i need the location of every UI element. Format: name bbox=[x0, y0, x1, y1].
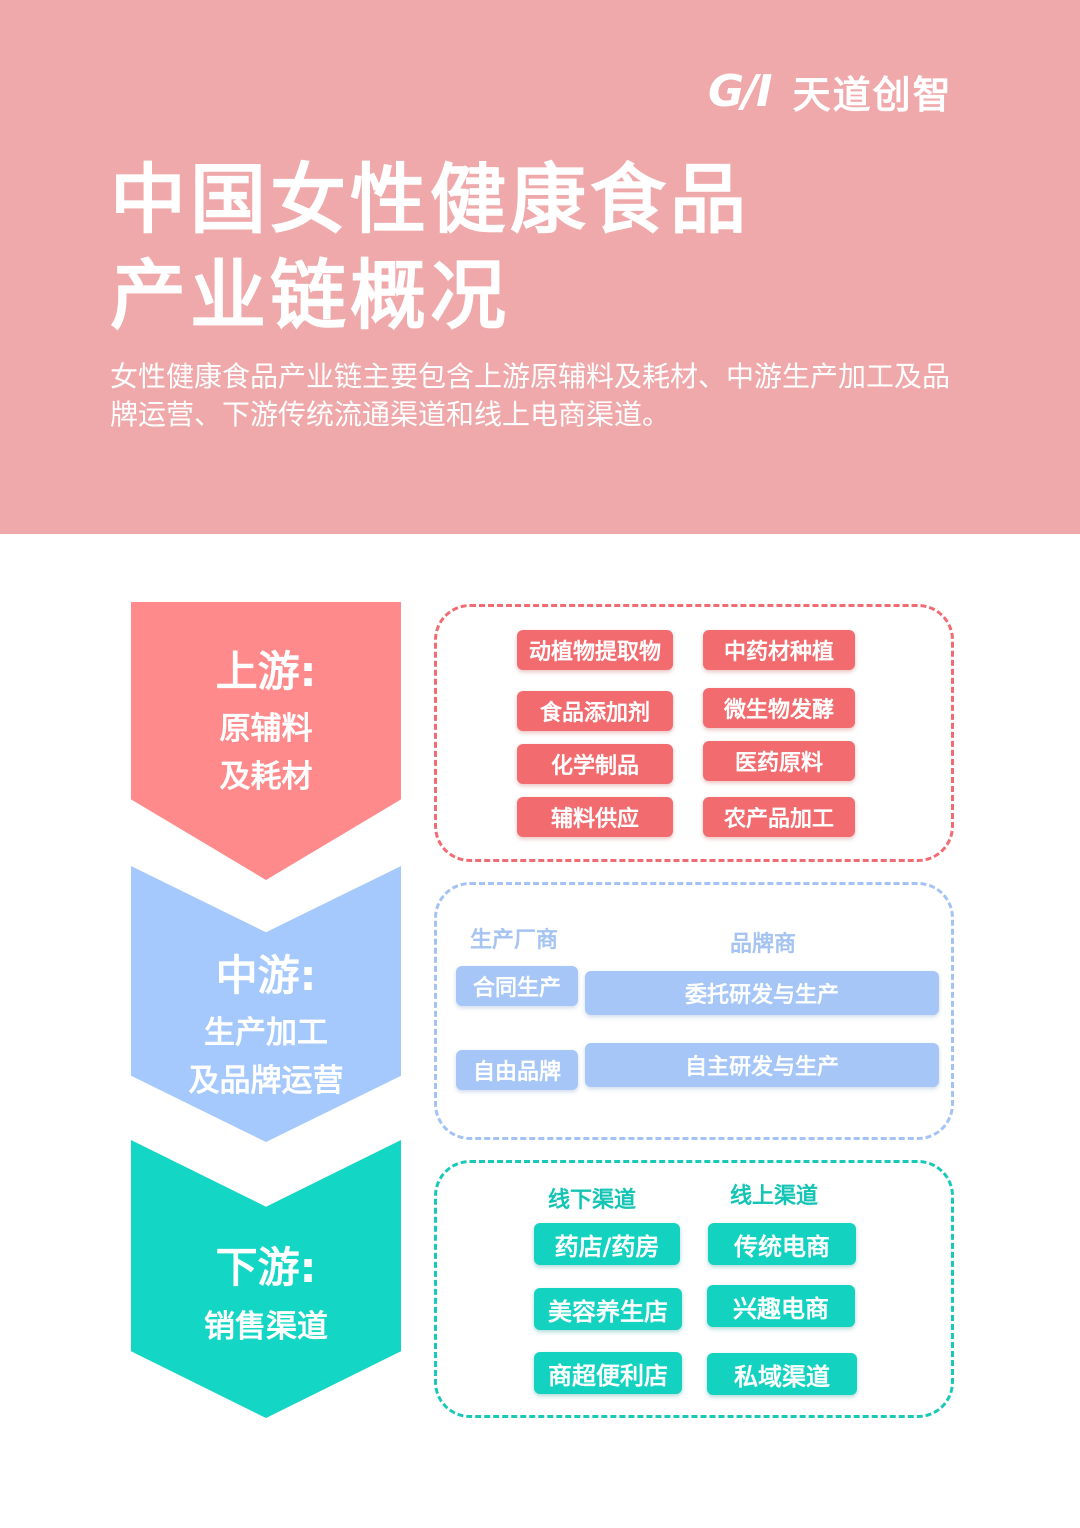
contract-manufacturing-tag: 合同生产 bbox=[456, 966, 578, 1006]
own-brand-tag: 自由品牌 bbox=[456, 1050, 578, 1090]
upstream-item: 化学制品 bbox=[517, 744, 673, 784]
downstream-arrow: 下游: 销售渠道 bbox=[131, 1140, 401, 1418]
brand-name: 天道创智 bbox=[792, 72, 953, 117]
title-line-1: 中国女性健康食品 bbox=[110, 155, 750, 244]
online-channel-item: 兴趣电商 bbox=[707, 1285, 855, 1327]
page-title: 中国女性健康食品 产业链概况 bbox=[110, 152, 750, 344]
online-channel-item: 传统电商 bbox=[708, 1223, 856, 1265]
upstream-line-1: 原辅料 bbox=[219, 711, 313, 747]
offline-channel-item: 药店/药房 bbox=[534, 1223, 680, 1265]
upstream-item: 医药原料 bbox=[703, 741, 855, 781]
brand-owner-label: 品牌商 bbox=[730, 932, 797, 957]
upstream-box bbox=[434, 604, 954, 862]
independent-rd-bar: 自主研发与生产 bbox=[585, 1043, 939, 1087]
midstream-heading: 中游: bbox=[215, 951, 317, 1000]
downstream-box bbox=[434, 1160, 954, 1418]
upstream-line-2: 及耗材 bbox=[219, 759, 313, 795]
downstream-heading: 下游: bbox=[215, 1243, 317, 1292]
brand-logo: G/I 天道创智 bbox=[708, 64, 953, 118]
upstream-heading: 上游: bbox=[215, 647, 317, 696]
header-banner: G/I 天道创智 中国女性健康食品 产业链概况 女性健康食品产业链主要包含上游原… bbox=[0, 0, 1080, 534]
midstream-arrow: 中游: 生产加工 及品牌运营 bbox=[131, 866, 401, 1142]
online-channel-item: 私域渠道 bbox=[707, 1353, 857, 1395]
upstream-item: 微生物发酵 bbox=[703, 688, 855, 728]
page-subtitle: 女性健康食品产业链主要包含上游原辅料及耗材、中游生产加工及品牌运营、下游传统流通… bbox=[110, 360, 951, 431]
upstream-item: 中药材种植 bbox=[703, 630, 855, 670]
offline-channel-item: 商超便利店 bbox=[534, 1352, 682, 1394]
title-line-2: 产业链概况 bbox=[110, 251, 510, 340]
manufacturer-label: 生产厂商 bbox=[470, 928, 559, 953]
upstream-item: 辅料供应 bbox=[517, 797, 673, 837]
upstream-item: 农产品加工 bbox=[703, 797, 855, 837]
online-channel-label: 线上渠道 bbox=[730, 1184, 819, 1209]
midstream-line-2: 及品牌运营 bbox=[188, 1063, 344, 1099]
downstream-line-1: 销售渠道 bbox=[204, 1309, 328, 1345]
upstream-item: 动植物提取物 bbox=[517, 630, 673, 670]
offline-channel-label: 线下渠道 bbox=[548, 1188, 637, 1213]
commissioned-rd-bar: 委托研发与生产 bbox=[585, 971, 939, 1015]
midstream-line-1: 生产加工 bbox=[204, 1015, 328, 1051]
brand-mark: G/I bbox=[708, 65, 773, 117]
midstream-box bbox=[434, 882, 954, 1140]
upstream-item: 食品添加剂 bbox=[517, 691, 673, 731]
offline-channel-item: 美容养生店 bbox=[534, 1288, 682, 1330]
upstream-arrow: 上游: 原辅料 及耗材 bbox=[131, 602, 401, 880]
